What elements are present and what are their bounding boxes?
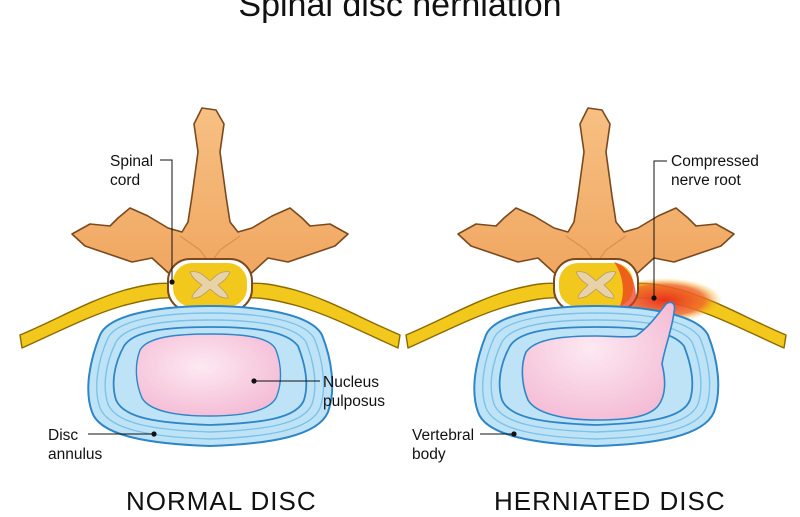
dot-nucleus-pulposus [251, 378, 257, 384]
label-disc-annulus-line1: Disc [48, 427, 79, 444]
label-compressed-nerve-root: Compressed nerve root [671, 152, 759, 190]
diagram-title: Spinal disc herniation [238, 0, 562, 24]
normal-disc-illustration [19, 107, 401, 448]
herniated-disc-illustration [405, 107, 787, 448]
label-vertebral-body-line2: body [412, 446, 446, 463]
normal-spinal-cord [167, 258, 253, 312]
leader-lines [88, 159, 667, 435]
dot-compressed-nerve-root [651, 295, 657, 301]
caption-normal-disc: NORMAL DISC [126, 486, 317, 516]
label-disc-annulus-line2: annulus [48, 446, 103, 463]
label-disc-annulus: Disc annulus [48, 426, 102, 464]
label-vertebral-body: Vertebral body [412, 426, 474, 464]
caption-herniated-disc: HERNIATED DISC [494, 486, 726, 516]
label-vertebral-body-line1: Vertebral [412, 427, 475, 444]
label-compressed-nerve-root-line2: nerve root [671, 172, 741, 189]
normal-vertebral-disc [87, 304, 334, 448]
label-nucleus-pulposus-line1: Nucleus [323, 374, 379, 391]
label-nucleus-pulposus: Nucleus pulposus [323, 373, 385, 411]
label-spinal-cord-line1: Spinal [110, 153, 154, 170]
dot-disc-annulus [151, 431, 157, 437]
label-spinal-cord-line2: cord [110, 172, 141, 189]
leader-dots [151, 279, 657, 437]
dot-spinal-cord [169, 279, 175, 285]
dot-vertebral-body [511, 431, 517, 437]
leader-spinal-cord [160, 159, 173, 282]
cord-compression-highlight [614, 262, 636, 310]
leader-compressed-nerve-root [653, 160, 667, 298]
diagram-canvas [19, 107, 787, 448]
label-nucleus-pulposus-line2: pulposus [323, 393, 386, 410]
label-compressed-nerve-root-line1: Compressed [671, 153, 759, 170]
herniated-vertebral-disc [473, 301, 720, 448]
label-spinal-cord: Spinal cord [110, 152, 153, 190]
